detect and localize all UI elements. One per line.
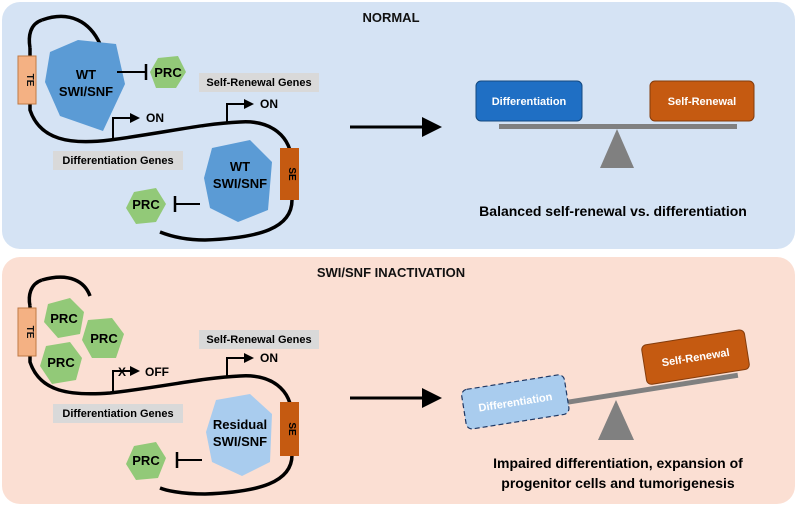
- dna-strand-top-corner-b: [27, 278, 43, 307]
- swisnf-complex-upper: [45, 40, 125, 131]
- on-arrow-differentiation: [112, 113, 140, 138]
- swisnf-residual-label-1: Residual: [213, 417, 267, 432]
- seesaw-differentiation-box-bottom: [461, 374, 570, 430]
- prc-cluster-1-label: PRC: [50, 311, 78, 326]
- seesaw-beam-top: [499, 124, 737, 129]
- se-element-b: [280, 402, 299, 456]
- seesaw-tilted: Differentiation Self-Renewal: [461, 329, 750, 430]
- prc-cluster-2-label: PRC: [90, 331, 118, 346]
- result-arrow-head-top: [422, 117, 442, 137]
- inactivation-panel: SWI/SNF INACTIVATION TE PRC PRC PRC Self…: [2, 257, 795, 504]
- self-renewal-genes-box: [199, 73, 319, 92]
- on-label-self-renewal: ON: [260, 97, 278, 111]
- self-renewal-genes-box-b: [199, 330, 319, 349]
- on-arrow-self-renewal: [226, 99, 254, 122]
- swisnf-lower-label-2: SWI/SNF: [213, 176, 267, 191]
- prc-lower-b: [126, 442, 166, 480]
- result-arrow-head-bottom: [422, 388, 442, 408]
- dna-strand-loop: [28, 48, 294, 242]
- prc-lower: [126, 188, 166, 224]
- prc-upper: [150, 56, 186, 88]
- dna-strand-top-corner: [27, 18, 43, 49]
- prc-cluster-2: [82, 318, 124, 358]
- seesaw-differentiation-label-top: Differentiation: [492, 96, 567, 108]
- inactivation-panel-background: [2, 257, 795, 504]
- blocked-mark: X: [118, 365, 126, 379]
- prc-cluster-1: [44, 298, 84, 338]
- te-element: [17, 55, 37, 105]
- dna-strand-upper-left: [41, 14, 102, 45]
- prc-cluster-3: [40, 342, 82, 384]
- swisnf-residual-label-2: SWI/SNF: [213, 434, 267, 449]
- normal-panel-title: NORMAL: [362, 10, 419, 25]
- differentiation-genes-label: Differentiation Genes: [62, 155, 173, 167]
- off-label-differentiation: OFF: [145, 365, 169, 379]
- seesaw-self-renewal-box-bottom: [641, 329, 750, 385]
- swisnf-complex-residual: [206, 394, 272, 476]
- prc-cluster-3-label: PRC: [47, 355, 75, 370]
- prc-lower-label: PRC: [132, 197, 160, 212]
- te-label: TE: [24, 74, 35, 87]
- self-renewal-genes-label: Self-Renewal Genes: [206, 77, 311, 89]
- inactivation-panel-title: SWI/SNF INACTIVATION: [317, 265, 465, 280]
- dna-strand-upper-left-b: [41, 275, 92, 297]
- seesaw-self-renewal-box-top: [649, 80, 755, 122]
- differentiation-genes-label-b: Differentiation Genes: [62, 408, 173, 420]
- te-element-b: [17, 307, 37, 357]
- prc-lower-label-b: PRC: [132, 453, 160, 468]
- seesaw-fulcrum-top: [600, 129, 634, 168]
- normal-panel: NORMAL TE WT SWI/SNF PRC Self-Renewal Ge…: [2, 2, 795, 249]
- outcome-impaired-line-2: progenitor cells and tumorigenesis: [501, 475, 735, 491]
- outcome-balanced: Balanced self-renewal vs. differentiatio…: [479, 203, 747, 219]
- differentiation-genes-box-b: [53, 404, 183, 423]
- swisnf-lower-label-1: WT: [230, 159, 250, 174]
- on-label-self-renewal-b: ON: [260, 351, 278, 365]
- on-label-differentiation: ON: [146, 111, 164, 125]
- se-element: [280, 148, 299, 200]
- swisnf-complex-lower: [204, 140, 272, 222]
- off-arrow-differentiation: [112, 366, 140, 392]
- swisnf-upper-label-2: SWI/SNF: [59, 84, 113, 99]
- te-label-b: TE: [24, 326, 35, 339]
- se-label: SE: [286, 167, 297, 181]
- on-arrow-self-renewal-b: [226, 353, 254, 376]
- differentiation-genes-box: [53, 151, 183, 170]
- seesaw-fulcrum-bottom: [598, 400, 634, 440]
- swisnf-upper-label-1: WT: [76, 67, 96, 82]
- se-label-b: SE: [286, 422, 297, 436]
- seesaw-differentiation-box-top: [475, 80, 583, 122]
- prc-upper-label: PRC: [154, 65, 182, 80]
- outcome-impaired-line-1: Impaired differentiation, expansion of: [493, 455, 743, 471]
- self-renewal-genes-label-b: Self-Renewal Genes: [206, 334, 311, 346]
- seesaw-self-renewal-label-top: Self-Renewal: [668, 96, 736, 108]
- dna-strand-loop-b: [28, 306, 294, 496]
